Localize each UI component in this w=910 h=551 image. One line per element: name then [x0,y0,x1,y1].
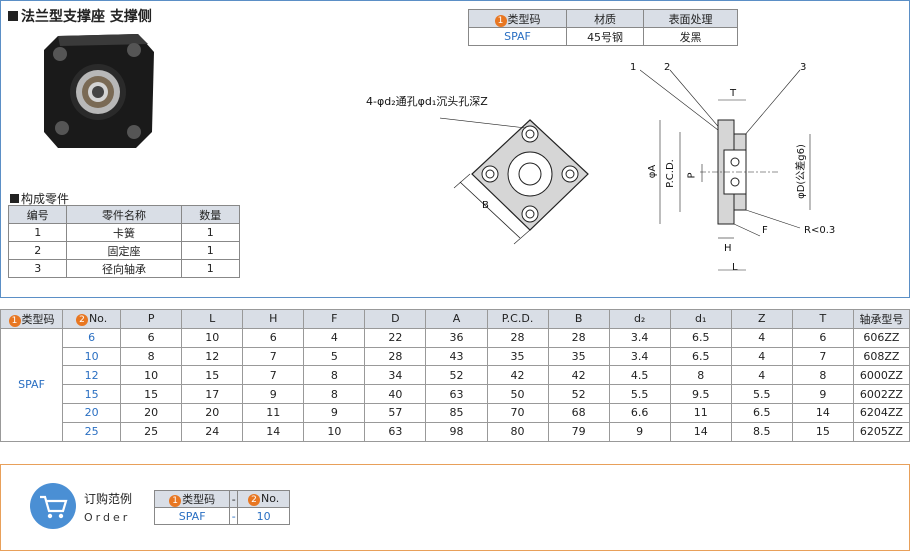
dim-a: φA [647,164,659,179]
title-bullet-icon [8,11,18,21]
callout-3: 3 [800,62,807,73]
side-view-drawing [640,69,811,271]
order-no-value: 10 [237,507,290,525]
parts-header-qty: 数量 [180,205,241,224]
order-type-value: SPAF [153,507,231,525]
spec-header-surface: 表面处理 [643,9,738,28]
order-panel [0,464,910,551]
parts-header-no: 编号 [7,205,68,224]
dim-l: L [732,262,738,273]
callout-1: 1 [630,62,637,73]
spec-type-value: SPAF [468,27,567,46]
dim-b: B [482,200,489,211]
dim-p: P [686,172,698,179]
main-type-cell: SPAF [0,327,64,442]
dim-f: F [762,225,768,236]
dim-h: H [724,243,732,254]
page-title: 法兰型支撑座 支撑侧 [8,6,152,26]
parts-bullet-icon [10,194,19,203]
dim-pcd: P.C.D. [664,159,676,188]
spec-surface-value: 发黑 [643,27,738,46]
order-label: 订购范例 Order [84,492,133,524]
product-photo [44,34,154,148]
order-label-en: Order [84,511,131,524]
parts-header-name: 零件名称 [66,205,182,224]
front-view-drawing [440,117,589,245]
cart-icon [30,483,76,529]
dim-d: φD(公差g6) [795,144,807,199]
order-header-dash: - [229,490,239,508]
spec-header-material: 材质 [565,9,645,28]
dim-t: T [730,88,737,99]
parts-title: 构成零件 [10,190,69,207]
hole-note: 4-φd₂通孔φd₁沉头孔深Z [366,95,488,108]
callout-2: 2 [664,62,671,73]
dim-r: R<0.3 [804,225,836,236]
order-dash-value: - [229,507,239,525]
spec-material-value: 45号钢 [565,27,645,46]
